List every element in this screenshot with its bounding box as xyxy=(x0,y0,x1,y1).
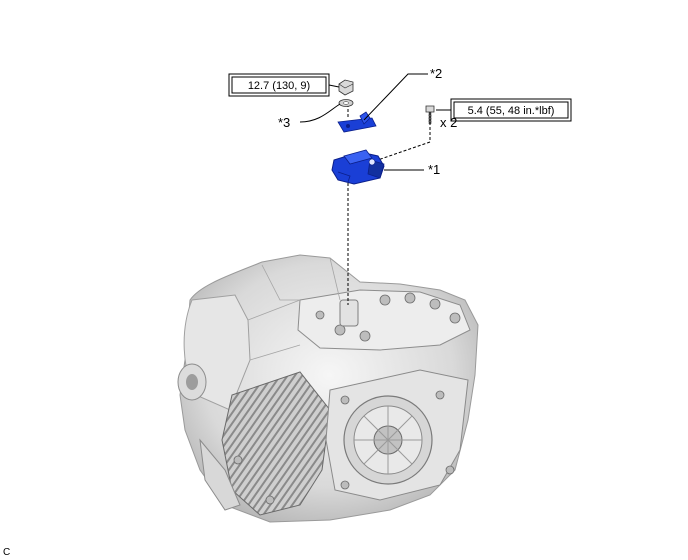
alignment-lines xyxy=(347,104,431,305)
washer-icon xyxy=(338,99,354,107)
bolt-icon xyxy=(425,105,435,124)
sensor-boss xyxy=(339,299,359,327)
oil-pan-ribbed xyxy=(221,371,331,516)
nut-icon xyxy=(338,79,354,96)
top-bolts xyxy=(315,292,461,342)
sensor-part-icon xyxy=(331,149,385,185)
callout-part2: *2 xyxy=(430,66,442,81)
leader-lines xyxy=(299,73,451,171)
transmission-assembly xyxy=(177,254,479,523)
callout-part3: *3 xyxy=(278,115,290,130)
torque-spec-bolt: 5.4 (55, 48 in.*lbf) xyxy=(450,98,572,122)
torque-value-nut: 12.7 (130, 9) xyxy=(248,80,310,92)
torque-spec-nut: 12.7 (130, 9) xyxy=(228,73,330,97)
bracket-part-icon xyxy=(337,111,377,133)
torque-value-bolt: 5.4 (55, 48 in.*lbf) xyxy=(468,105,555,117)
quantity-label: x 2 xyxy=(440,115,457,130)
figure-code: C xyxy=(3,547,10,558)
callout-part1: *1 xyxy=(428,162,440,177)
